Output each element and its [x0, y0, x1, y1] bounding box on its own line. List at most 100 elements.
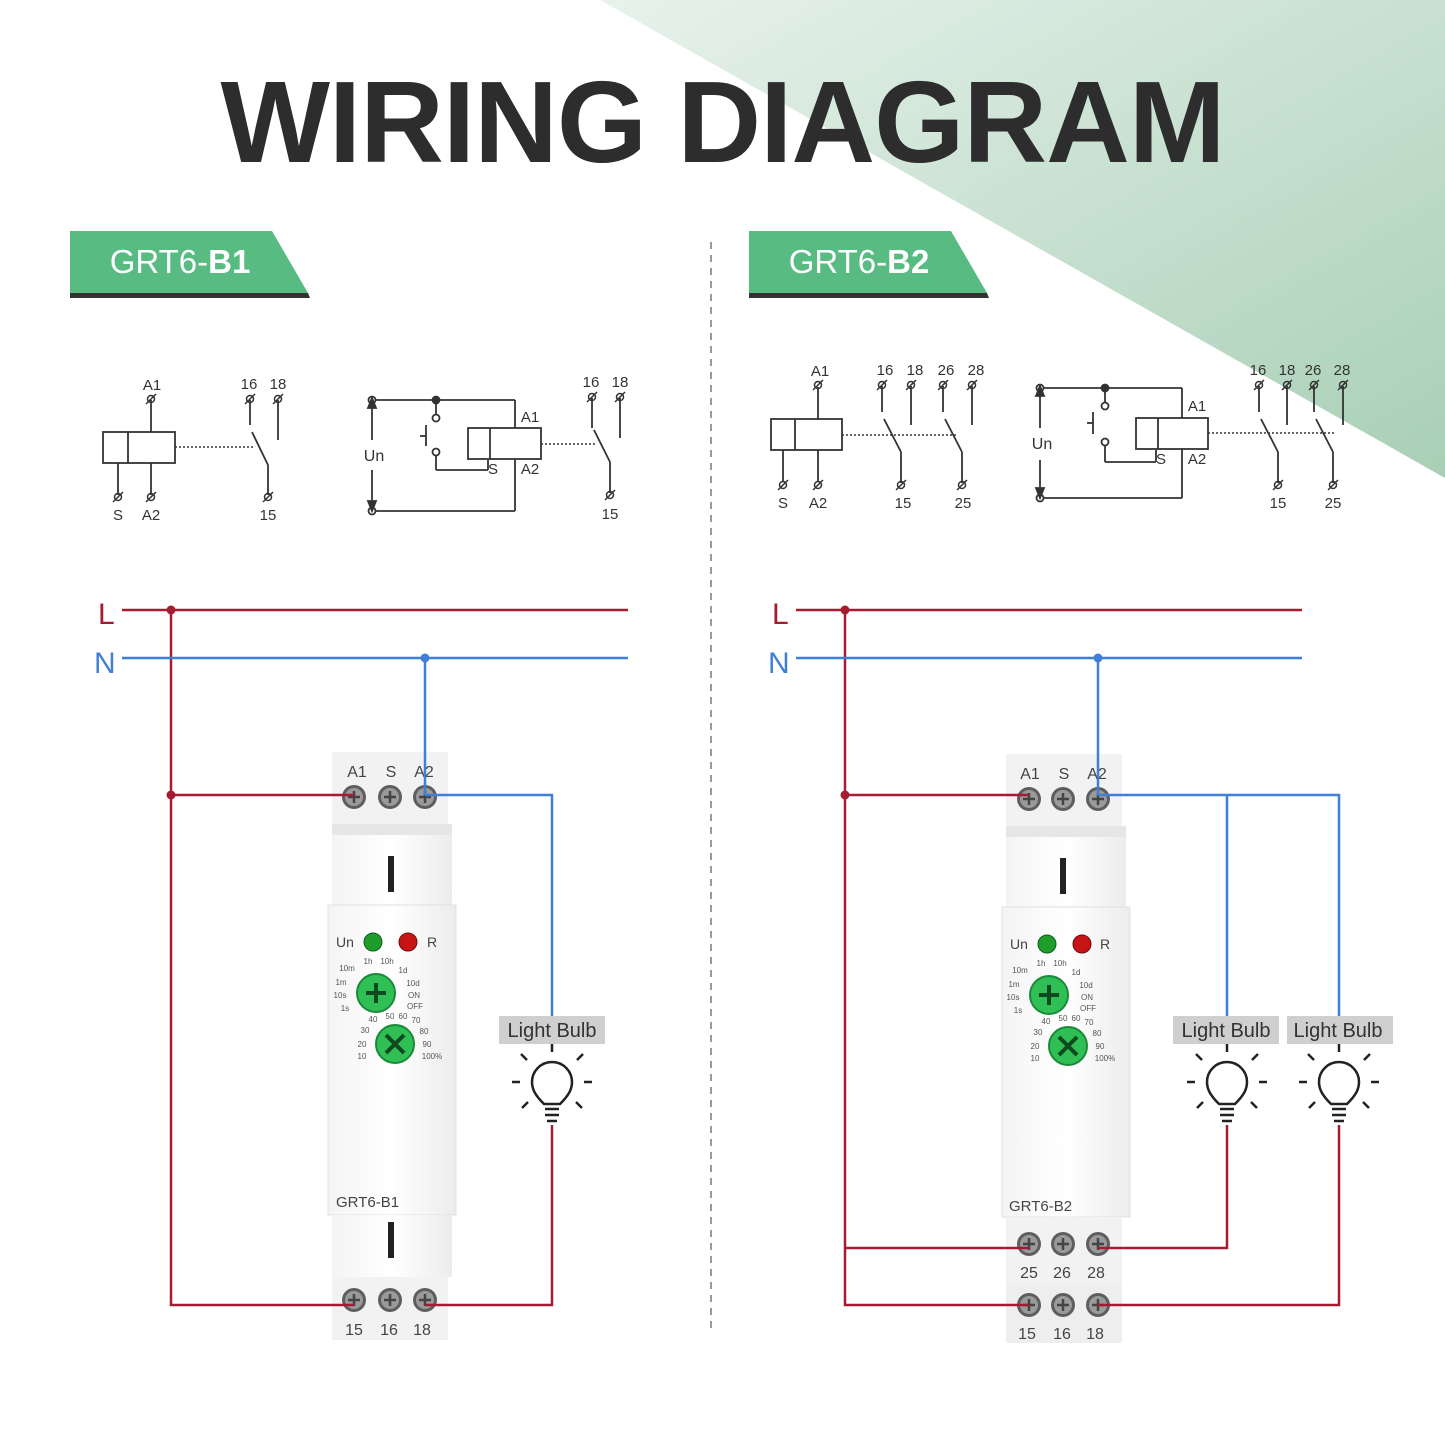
- b1-terminal-15: 15: [345, 1322, 363, 1339]
- svg-text:1s: 1s: [341, 1004, 349, 1013]
- b1-time-range-dial[interactable]: 1h 10h 10m 1d 1m 10d 10s ON 1s OFF: [334, 957, 424, 1013]
- b1-bulb-label: Light Bulb: [508, 1020, 597, 1042]
- b2-neutral-junction: [1093, 653, 1103, 663]
- b2-terminal-16: 16: [1053, 1326, 1071, 1343]
- svg-text:10: 10: [358, 1052, 367, 1061]
- light-bulb-icon: [1187, 1044, 1267, 1123]
- b2-sch-15-label: 15: [895, 495, 912, 512]
- svg-text:30: 30: [361, 1026, 370, 1035]
- b2-terminal-25: 25: [1020, 1265, 1038, 1282]
- b2-coil-symbol-2: [1135, 417, 1209, 450]
- svg-text:ON: ON: [408, 991, 420, 1000]
- b2-sch-s-label-2: S: [1156, 451, 1166, 468]
- svg-text:70: 70: [412, 1016, 421, 1025]
- b1-led-un-label: Un: [336, 934, 354, 950]
- b2-schematic: [770, 379, 1349, 503]
- svg-text:20: 20: [358, 1040, 367, 1049]
- b2-neutral-wires: [796, 656, 1341, 1017]
- b2-bulb-label-2: Light Bulb: [1294, 1020, 1383, 1042]
- b1-live-wires: [122, 608, 628, 1307]
- tag-label: GRT6-B2: [788, 243, 930, 280]
- svg-text:10s: 10s: [334, 991, 347, 1000]
- svg-text:10m: 10m: [339, 964, 355, 973]
- svg-text:60: 60: [399, 1012, 408, 1021]
- b1-top-screws: [342, 785, 437, 809]
- b1-live-junction: [166, 605, 176, 615]
- tag-underline: [749, 293, 989, 298]
- b1-neutral-wires: [122, 656, 628, 1017]
- svg-text:80: 80: [1093, 1029, 1102, 1038]
- b2-sch-25-label-2: 25: [1325, 495, 1342, 512]
- light-bulb-icon: [512, 1044, 592, 1123]
- b2-live-junction-2: [840, 790, 850, 800]
- b1-model-label: GRT6-B1: [336, 1194, 399, 1211]
- svg-text:10d: 10d: [406, 979, 419, 988]
- svg-text:10s: 10s: [1007, 993, 1020, 1002]
- b2-bulb-label-1: Light Bulb: [1182, 1020, 1271, 1042]
- svg-text:40: 40: [1042, 1017, 1051, 1026]
- b1-sch-s-label: S: [113, 507, 123, 524]
- b1-terminal-a1: A1: [347, 764, 367, 781]
- b2-relay-led: [1072, 934, 1092, 954]
- svg-text:OFF: OFF: [407, 1002, 423, 1011]
- tag-background: [749, 231, 987, 293]
- b2-sch-28-label: 28: [968, 362, 985, 379]
- b2-light-bulb-1: Light Bulb: [1173, 1016, 1279, 1123]
- svg-text:1d: 1d: [1072, 968, 1081, 977]
- b2-sch-a2-label: A2: [809, 495, 827, 512]
- b2-sch-16-label: 16: [877, 362, 894, 379]
- b1-led-r-label: R: [427, 934, 437, 950]
- b1-percent-dial[interactable]: 40 50 60 70 30 80 20 90 10 100%: [358, 1012, 443, 1064]
- b2-mid-screws: [1017, 1232, 1110, 1256]
- svg-text:40: 40: [369, 1015, 378, 1024]
- b2-live-junction: [840, 605, 850, 615]
- svg-text:1s: 1s: [1014, 1006, 1022, 1015]
- b1-neutral-junction: [420, 653, 430, 663]
- b1-sch-a2-label: A2: [142, 507, 160, 524]
- b1-sch-15-label-2: 15: [602, 506, 619, 523]
- b1-coil-symbol: [102, 431, 176, 464]
- b2-sch-a2-label-2: A2: [1188, 451, 1206, 468]
- b1-schematic-labels: A1 S A2 16 18 15 Un A1 S A2 16 18 15: [113, 374, 628, 524]
- svg-text:10: 10: [1031, 1054, 1040, 1063]
- b2-model-label: GRT6-B2: [1009, 1198, 1072, 1215]
- b1-coil-symbol-2: [467, 427, 542, 460]
- svg-text:10m: 10m: [1012, 966, 1028, 975]
- corner-decoration: [600, 0, 1445, 478]
- b2-line-l-label: L: [772, 598, 789, 631]
- b1-sch-18-label: 18: [270, 376, 287, 393]
- b2-bottom-screws: [1017, 1293, 1110, 1317]
- b1-sch-15-label: 15: [260, 507, 277, 524]
- b1-terminal-16: 16: [380, 1322, 398, 1339]
- b2-sch-a1-label: A1: [811, 363, 829, 380]
- b1-sch-s-label-2: S: [488, 461, 498, 478]
- b2-time-range-dial[interactable]: 1h 10h 10m 1d 1m 10d 10s ON 1s OFF: [1007, 959, 1097, 1015]
- b1-sch-16-label: 16: [241, 376, 258, 393]
- b1-line-n-label: N: [94, 647, 116, 680]
- light-bulb-icon: [1299, 1044, 1379, 1123]
- svg-text:20: 20: [1031, 1042, 1040, 1051]
- b1-line-l-label: L: [98, 598, 115, 631]
- b2-relay-module: A1 S A2 25 26 28 15 16 18 Un R 1h 10h 1: [1001, 754, 1131, 1343]
- b1-power-led: [363, 932, 383, 952]
- b2-sch-18-label-2: 18: [1279, 362, 1296, 379]
- svg-text:1m: 1m: [1008, 980, 1019, 989]
- b2-terminal-s: S: [1059, 766, 1070, 783]
- b2-terminal-28: 28: [1087, 1265, 1105, 1282]
- svg-text:50: 50: [1059, 1014, 1068, 1023]
- svg-text:1m: 1m: [335, 978, 346, 987]
- b2-percent-dial[interactable]: 40 50 60 70 30 80 20 90 10 100%: [1031, 1014, 1116, 1066]
- tag-underline: [70, 293, 310, 298]
- b1-sch-un-label: Un: [364, 448, 384, 465]
- svg-text:50: 50: [386, 1012, 395, 1021]
- tag-background: [70, 231, 308, 293]
- svg-text:60: 60: [1072, 1014, 1081, 1023]
- svg-text:OFF: OFF: [1080, 1004, 1096, 1013]
- b1-light-bulb: Light Bulb: [499, 1016, 605, 1123]
- b1-terminal-18: 18: [413, 1322, 431, 1339]
- b1-relay-module: A1 S A2 15 16 18 Un R 1h 10h 10m 1d 1m: [327, 752, 457, 1340]
- svg-text:100%: 100%: [422, 1052, 442, 1061]
- b2-sch-18-label: 18: [907, 362, 924, 379]
- b1-bottom-screws: [342, 1288, 437, 1312]
